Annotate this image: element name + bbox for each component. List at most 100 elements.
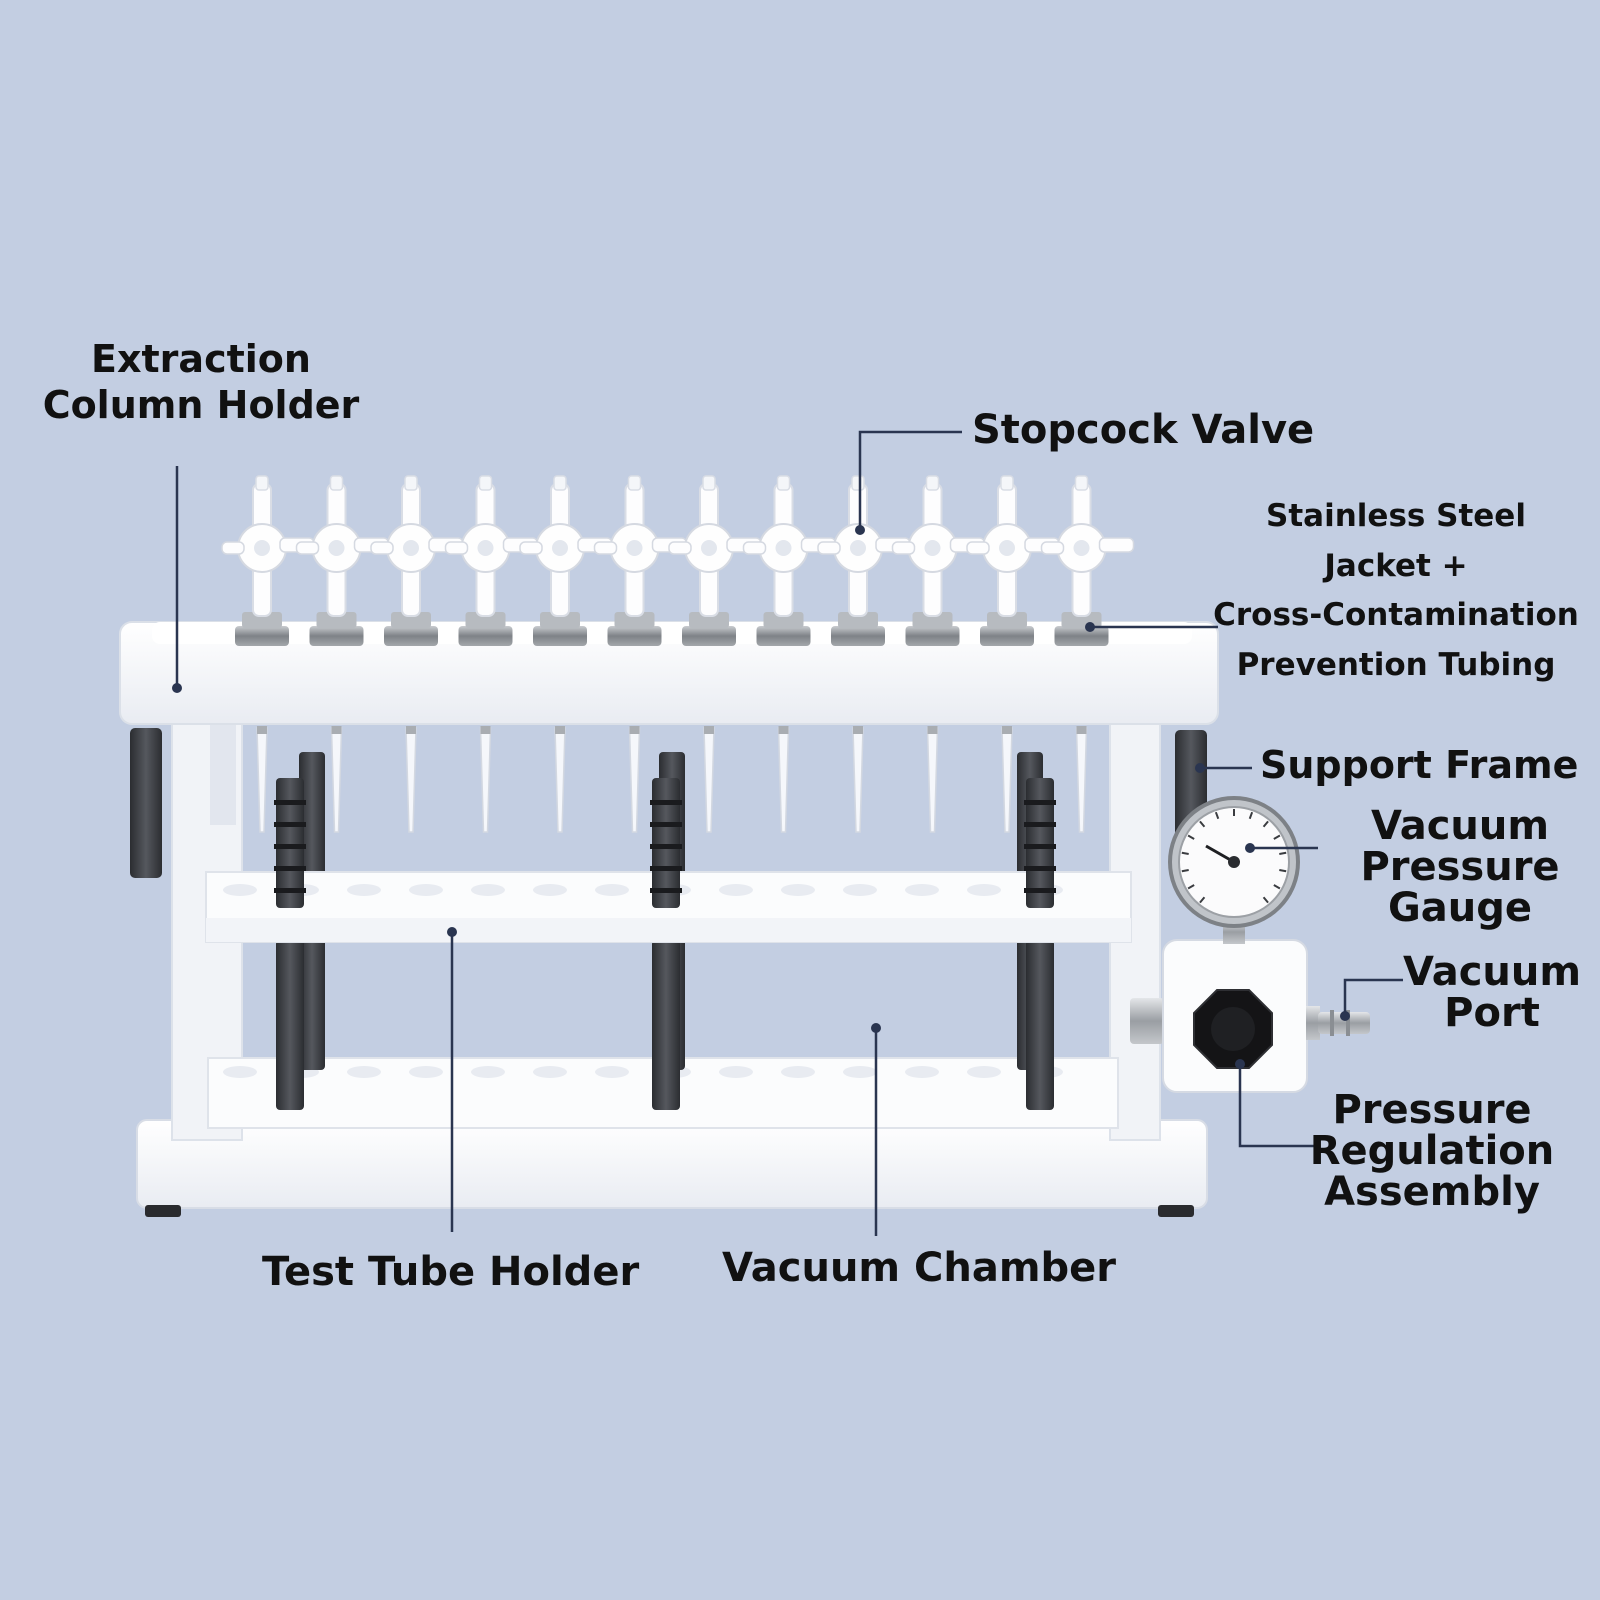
stopcock-tip	[478, 475, 493, 491]
gauge-tick	[1262, 820, 1269, 828]
drip-tip	[479, 727, 492, 833]
rack-hole	[409, 884, 443, 896]
rack-hole	[905, 884, 939, 896]
label-line: Vacuum Chamber	[722, 1245, 1117, 1291]
gauge-tick	[1279, 869, 1287, 873]
stopcock	[519, 475, 613, 646]
drip-tip-collar	[480, 726, 491, 734]
stopcock-tip	[404, 475, 418, 491]
rack-hole	[347, 884, 381, 896]
drip-tip	[628, 727, 641, 833]
rack-hole	[223, 1066, 257, 1078]
stopcock-handle	[370, 541, 394, 555]
stopcock-tip	[329, 475, 344, 491]
stopcock-tip	[1000, 475, 1014, 491]
steel-jacket-top	[465, 612, 506, 628]
label-line: Extraction	[91, 337, 311, 381]
stopcock	[370, 475, 464, 646]
rack-hole	[347, 1066, 381, 1078]
drip-tip-collar	[704, 726, 714, 734]
steel-jacket	[980, 626, 1034, 646]
drip-tip-collar	[1002, 726, 1012, 734]
stopcock-tip	[255, 475, 269, 491]
gauge-tick	[1181, 851, 1189, 855]
stopcock-valve-hole	[1073, 540, 1090, 556]
drip-tip	[256, 727, 268, 833]
drip-tip	[330, 727, 343, 833]
stopcock-valve-hole	[626, 540, 643, 556]
leader-lines	[172, 430, 1403, 1236]
support-rod-front-upper	[652, 778, 680, 908]
rod-groove	[274, 800, 306, 805]
drip-tip	[405, 727, 417, 833]
stopcock-handle	[221, 541, 245, 555]
drip-tips	[256, 726, 1088, 833]
steel-jacket	[756, 626, 811, 646]
rod-groove	[1024, 844, 1056, 849]
label-line: Stopcock Valve	[972, 407, 1315, 453]
stopcock	[668, 475, 762, 646]
stopcock-valve-hole	[552, 540, 568, 556]
label-test-tube-holder: Test Tube Holder	[262, 1248, 639, 1297]
steel-jacket	[905, 626, 960, 646]
support-rod-front-lower	[652, 940, 680, 1110]
rod-groove	[650, 888, 682, 893]
label-line: Cross-Contamination	[1213, 597, 1579, 634]
drip-tip	[852, 727, 864, 833]
rod-groove	[650, 800, 682, 805]
label-line: Vacuum	[1370, 803, 1550, 849]
stopcock-handle	[519, 541, 543, 555]
label-vacuum-pressure-gauge: Vacuum Pressure Gauge	[1340, 806, 1580, 928]
front-support-rods	[274, 778, 1056, 908]
rod-groove	[274, 888, 306, 893]
gauge-tick	[1187, 834, 1195, 840]
drip-tip-collar	[555, 726, 565, 734]
rack-hole	[595, 884, 629, 896]
support-rod-front-lower	[276, 940, 304, 1110]
label-vacuum-port: Vacuum Port	[1400, 952, 1584, 1034]
rack-hole	[223, 884, 257, 896]
stopcock-handle	[742, 541, 767, 555]
steel-jacket	[458, 626, 513, 646]
drip-tip	[926, 727, 939, 833]
drip-tip	[1075, 727, 1088, 833]
stopcock	[593, 475, 688, 646]
stopcock-tip	[627, 475, 642, 491]
steel-jacket	[607, 626, 662, 646]
stopcock	[444, 475, 539, 646]
steel-jacket	[309, 626, 364, 646]
steel-jacket-top	[391, 612, 431, 628]
leader-stopcock-valve	[858, 430, 962, 530]
stopcock	[742, 475, 837, 646]
pressure-gauge-dial-icon	[1168, 796, 1300, 944]
gauge-tick	[1273, 884, 1281, 890]
drip-tip-collar	[1076, 726, 1087, 734]
steel-jacket-top	[763, 612, 804, 628]
steel-jacket-top	[689, 612, 729, 628]
steel-jacket-top	[614, 612, 655, 628]
rack-hole	[533, 884, 567, 896]
drip-tip	[777, 727, 790, 833]
label-line: Assembly	[1324, 1168, 1540, 1215]
stopcock	[221, 475, 315, 646]
stopcock	[966, 475, 1060, 646]
label-line: Regulation	[1309, 1127, 1555, 1174]
stopcock-handle	[1098, 537, 1135, 553]
stopcock-handle	[295, 541, 320, 555]
stopcock-valve-hole	[924, 540, 941, 556]
rack-hole	[533, 1066, 567, 1078]
stopcock-valve-hole	[403, 540, 419, 556]
rod-groove	[650, 866, 682, 871]
gauge-tick	[1199, 820, 1206, 828]
stopcock-tip	[553, 475, 567, 491]
stopcock-handle	[891, 541, 916, 555]
steel-jacket-top	[316, 612, 357, 628]
stopcock-tip	[851, 475, 865, 491]
drip-tip-collar	[853, 726, 863, 734]
stopcock-valve-hole	[328, 540, 345, 556]
rack-hole	[719, 884, 753, 896]
steel-jacket-top	[242, 612, 282, 628]
rack-hole	[719, 1066, 753, 1078]
label-support-frame: Support Frame	[1260, 742, 1578, 788]
leader-vacuum-port	[1343, 978, 1403, 1016]
